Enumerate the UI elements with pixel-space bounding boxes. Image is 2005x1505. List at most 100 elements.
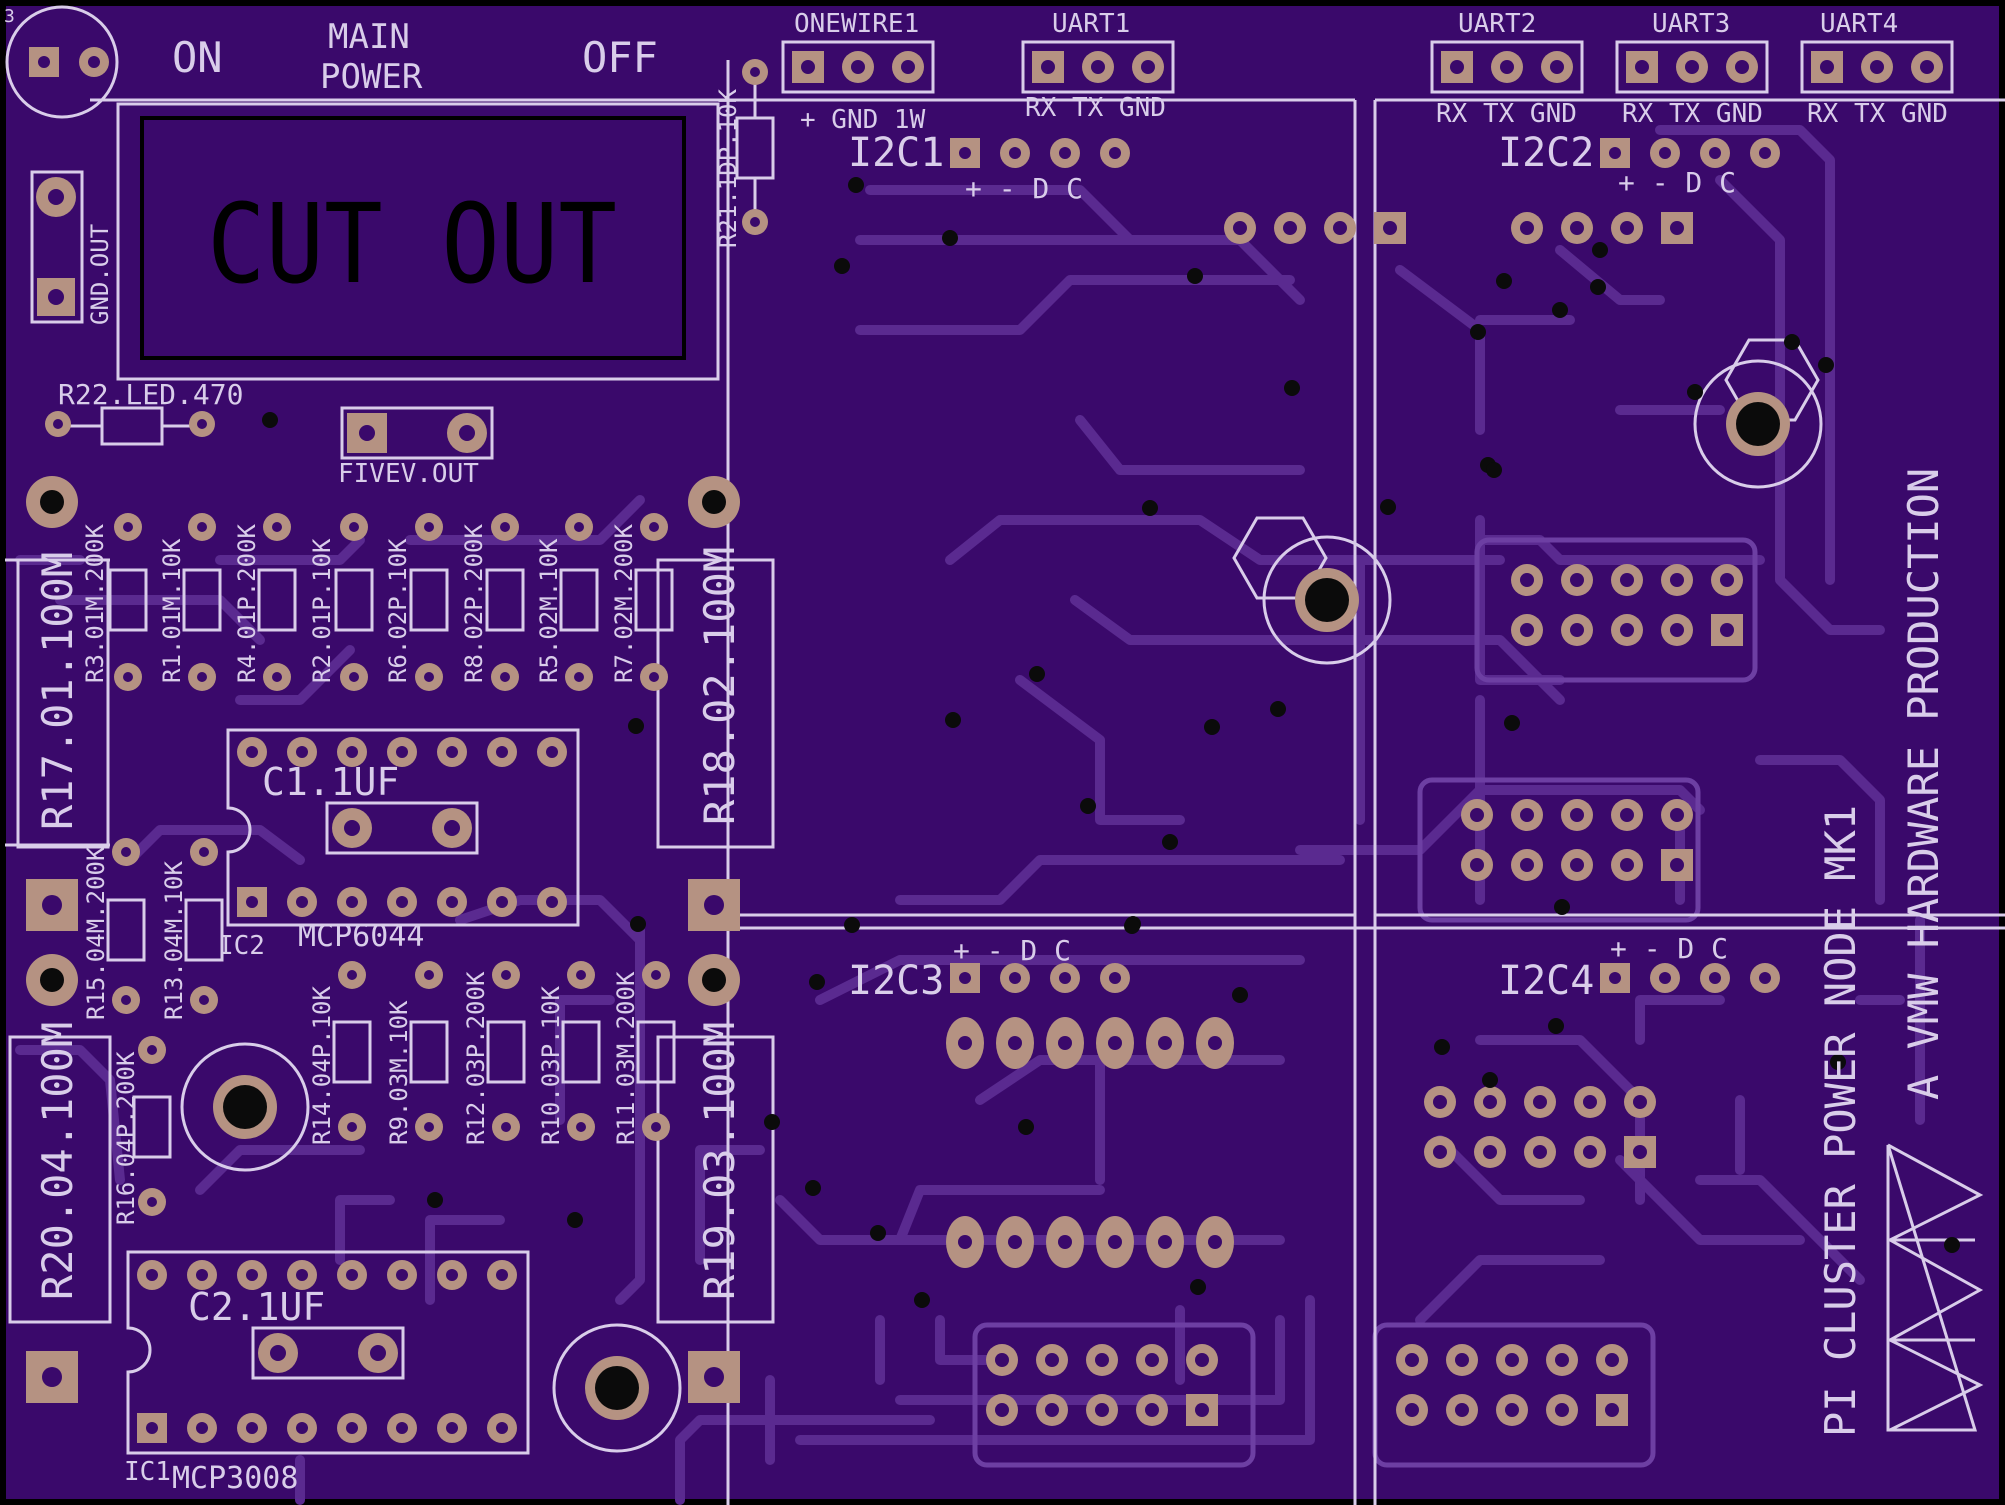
main-power-label-2: POWER [320,57,423,97]
pad-drill [651,970,661,980]
via [1504,715,1520,731]
pad-drill [1605,1403,1619,1417]
pad-drill [347,970,357,980]
pad-drill [1670,623,1684,637]
pad-drill [1483,1095,1497,1109]
pad-drill [1570,808,1584,822]
pad-drill [1158,1036,1172,1050]
r21-label: R21.1DP.10K [714,89,742,248]
pad-drill [1735,60,1749,74]
gnd-out-label: GND.OUT [86,224,114,325]
pad-drill [344,820,360,836]
pad-drill [1570,623,1584,637]
uart3-label: UART3 [1652,9,1730,39]
via [1080,798,1096,814]
via [1592,242,1608,258]
pad-drill [1870,60,1884,74]
pad-drill [459,425,475,441]
mcp3008-label: MCP3008 [172,1461,298,1496]
pad-drill [1195,1403,1209,1417]
via [1482,1072,1498,1088]
pad-drill [246,1269,258,1281]
pad-drill [958,1235,972,1249]
pad-drill [1583,1145,1597,1159]
pad-drill [546,896,558,908]
side-text-product: PI CLUSTER POWER NODE MK1 [1816,805,1865,1437]
pad-drill [146,1422,158,1434]
pad-drill [1059,972,1071,984]
pad-drill [396,1269,408,1281]
pad-drill [501,970,511,980]
pad-drill [446,1422,458,1434]
pad-drill [1008,1036,1022,1050]
pad-drill [1720,573,1734,587]
pad-drill [246,1422,258,1434]
pad-drill [574,672,584,682]
pad-drill [1195,1353,1209,1367]
pad-drill [1208,1036,1222,1050]
pad-drill [396,896,408,908]
pad-drill [1570,221,1584,235]
r22-label: R22.LED.470 [58,378,243,411]
pad-drill [1620,858,1634,872]
via [1434,1039,1450,1055]
c2-label: C2.1UF [188,1285,325,1329]
pad-drill [649,522,659,532]
uart1-pins-label: RX TX GND [1025,93,1166,123]
resistor-label: R1.01M.10K [158,538,186,683]
pad-drill [121,995,131,1005]
via [1142,500,1158,516]
via [1380,499,1396,515]
via [764,1114,780,1130]
via [1124,918,1140,934]
pad-drill [1455,1353,1469,1367]
via [809,974,825,990]
via [1284,380,1300,396]
main-power-label-1: MAIN [328,17,410,57]
pad-drill [349,672,359,682]
pad-drill [1670,808,1684,822]
via [1486,462,1502,478]
c1-label: C1.1UF [262,760,399,804]
pad-drill [496,1269,508,1281]
pad-drill [1500,60,1514,74]
pad-drill [1720,623,1734,637]
pad-drill [1109,972,1121,984]
via [914,1292,930,1308]
pad-drill [851,60,865,74]
pad-drill [38,56,50,68]
pad-drill [199,995,209,1005]
mounting-hole [595,1366,639,1410]
side-text-vendor: A VMW HARDWARE PRODUCTION [1899,468,1948,1100]
pad-drill [1058,1036,1072,1050]
pad-drill [1659,972,1671,984]
pad-drill [1108,1235,1122,1249]
pad-drill [1520,808,1534,822]
resistor-label: R11.03M.200K [612,971,640,1145]
pad-drill [53,419,63,429]
pad-drill [1533,1095,1547,1109]
pad-drill [42,1367,62,1387]
pad-drill [123,672,133,682]
pad-drill [1450,60,1464,74]
via [567,1212,583,1228]
pad-drill [359,425,375,441]
pad-drill [496,896,508,908]
pad-drill [1045,1353,1059,1367]
pad-drill [1670,573,1684,587]
pad-drill [1091,60,1105,74]
pad-drill [121,847,131,857]
via [834,258,850,274]
i2c2-label: I2C2 [1498,130,1594,176]
pad-drill [1685,60,1699,74]
pad-drill [270,1345,286,1361]
pad-drill [347,1122,357,1132]
via [1162,834,1178,850]
pad-drill [651,1122,661,1132]
pad-drill [147,1045,157,1055]
pad-drill [1095,1353,1109,1367]
r18-label: R18.02.100M [695,547,744,825]
pad-drill [1108,1036,1122,1050]
pad-drill [704,895,724,915]
